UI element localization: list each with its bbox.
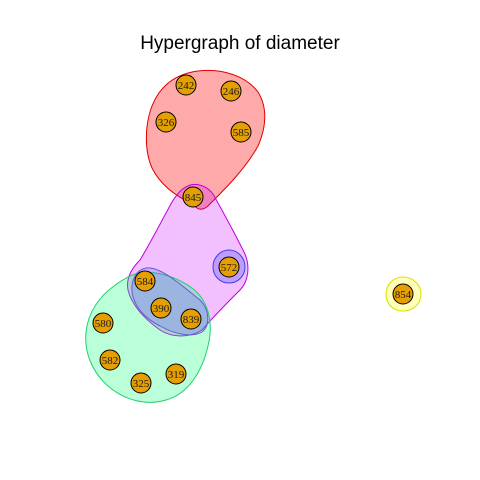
vertex-246: 246 — [220, 80, 242, 102]
vertex-319-marker — [165, 363, 187, 385]
vertex-854-marker — [392, 283, 414, 305]
vertex-584-label: 584 — [137, 276, 154, 288]
vertex-242: 242 — [175, 74, 197, 96]
vertex-582-label: 582 — [102, 355, 119, 367]
vertex-390-marker — [150, 297, 172, 319]
vertex-582-marker — [99, 349, 121, 371]
vertex-325: 325 — [130, 372, 152, 394]
vertex-585-marker — [230, 121, 252, 143]
vertex-246-label: 246 — [223, 86, 240, 98]
hyperedge-red — [145, 69, 266, 210]
vertex-584-marker — [134, 270, 156, 292]
vertex-319-label: 319 — [168, 369, 185, 381]
vertex-246-marker — [220, 80, 242, 102]
vertex-242-label: 242 — [178, 80, 195, 92]
vertex-585: 585 — [230, 121, 252, 143]
vertex-839-marker — [180, 308, 202, 330]
vertex-325-label: 325 — [133, 378, 150, 390]
vertex-585-label: 585 — [233, 127, 250, 139]
vertex-326-marker — [155, 111, 177, 133]
vertex-572-label: 572 — [221, 262, 238, 274]
vertex-839-label: 839 — [183, 314, 200, 326]
vertex-572: 572 — [218, 256, 240, 278]
vertex-242-marker — [175, 74, 197, 96]
vertex-854-label: 854 — [395, 289, 412, 301]
vertex-845-label: 845 — [185, 192, 202, 204]
vertex-839: 839 — [180, 308, 202, 330]
plot-title: Hypergraph of diameter — [140, 33, 340, 54]
vertex-854: 854 — [392, 283, 414, 305]
vertex-326-label: 326 — [158, 117, 175, 129]
vertex-390: 390 — [150, 297, 172, 319]
vertex-582: 582 — [99, 349, 121, 371]
vertex-390-label: 390 — [153, 303, 170, 315]
vertex-319: 319 — [165, 363, 187, 385]
vertex-580-label: 580 — [95, 318, 112, 330]
vertex-572-marker — [218, 256, 240, 278]
vertex-584: 584 — [134, 270, 156, 292]
vertex-325-marker — [130, 372, 152, 394]
vertex-845: 845 — [182, 186, 204, 208]
vertex-580-marker — [92, 312, 114, 334]
vertex-326: 326 — [155, 111, 177, 133]
vertex-580: 580 — [92, 312, 114, 334]
vertex-845-marker — [182, 186, 204, 208]
